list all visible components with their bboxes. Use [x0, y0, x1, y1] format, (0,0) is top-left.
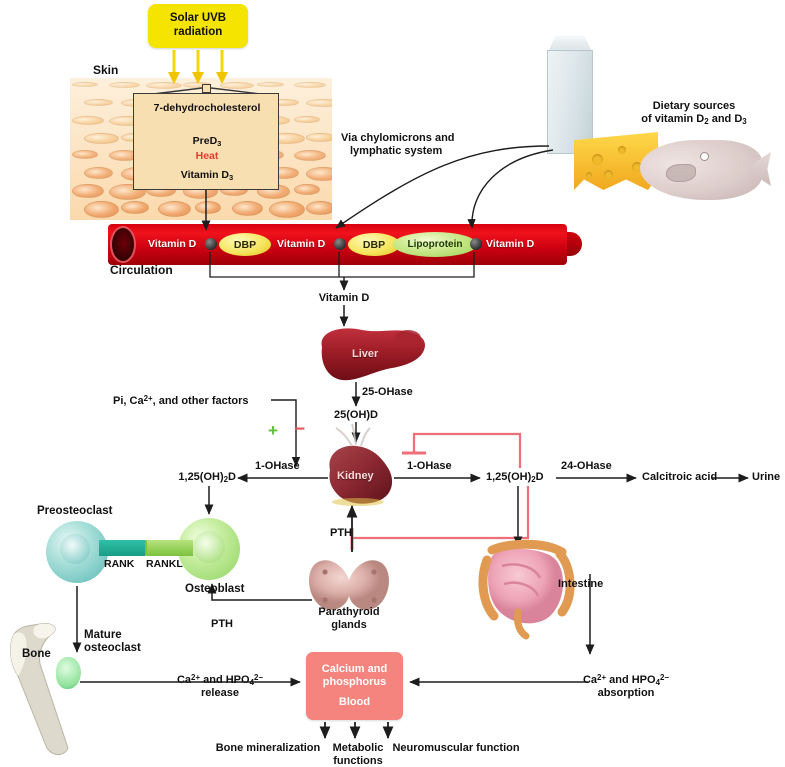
- blood-title-line2: phosphorus: [322, 675, 387, 688]
- circulation-label: Circulation: [110, 263, 173, 277]
- dietary-sources-label: Dietary sources of vitamin D2 and D3: [641, 100, 747, 126]
- calcitriol-right-label: 1,25(OH)2D: [486, 471, 544, 484]
- mature-osteoclast-label: Mature osteoclast: [84, 629, 141, 655]
- fish-icon: [640, 140, 762, 200]
- osteoblast-nucleus-icon: [193, 531, 225, 563]
- liver-label: Liver: [352, 348, 379, 360]
- blood-output-neuromuscular-function: Neuromuscular function: [392, 742, 520, 754]
- blood-title-line1: Calcium and: [321, 662, 388, 675]
- vitamin-d-molecule-dot-3: [470, 238, 482, 250]
- rank-receptor-icon: [99, 540, 145, 556]
- kidney-label: Kidney: [337, 470, 374, 482]
- heat-label: Heat: [195, 150, 219, 162]
- circulating-vitamin-d-label: Vitamin D: [318, 292, 370, 304]
- chylomicron-transport-label: Via chylomicrons and lymphatic system: [341, 132, 455, 157]
- 1-ohase-left-label: 1-OHase: [255, 460, 300, 472]
- diet-to-vessel-curve-1: [335, 145, 550, 229]
- 25ohd-label: 25(OH)D: [333, 409, 379, 421]
- calcitriol-left-label: 1,25(OH)2D: [178, 471, 236, 484]
- fish-eye-icon: [700, 152, 709, 161]
- fish-fin-icon: [666, 164, 696, 182]
- urine-label: Urine: [752, 471, 781, 483]
- intestine-label: Intestine: [558, 578, 604, 590]
- skin-label: Skin: [93, 63, 119, 77]
- 25-ohase-label: 25-OHase: [362, 386, 413, 398]
- parathyroid-label: Parathyroid glands: [318, 606, 380, 631]
- vessel-lumen-opening: [110, 226, 136, 263]
- mature-osteoclast-icon: [56, 657, 81, 689]
- blood-output-bone-mineralization: Bone mineralization: [215, 742, 321, 754]
- lipoprotein-carrier: Lipoprotein: [393, 232, 477, 257]
- pth-to-kidney-label: PTH: [330, 527, 352, 539]
- intestine-organ-icon: [478, 539, 575, 640]
- rankl-label: RANKL: [146, 558, 183, 570]
- calcium-release-label: Ca2+ and HPO42− release: [176, 673, 264, 700]
- preosteoclast-label: Preosteoclast: [37, 505, 113, 517]
- 24-ohase-label: 24-OHase: [561, 460, 612, 472]
- precursor-label: 7-dehydrocholesterol: [153, 102, 261, 114]
- uvb-label-line1: Solar UVB: [169, 12, 227, 25]
- preosteoclast-nucleus-icon: [60, 534, 90, 564]
- positive-regulation-sign: +: [268, 421, 278, 440]
- calcium-absorption-label: Ca2+ and HPO42− absorption: [582, 673, 670, 700]
- blood-compartment-label: Blood: [338, 696, 371, 709]
- pre-d3-label: PreD3: [192, 135, 222, 148]
- calcitriol-inhibits-pth-line: [352, 486, 530, 540]
- negative-regulation-sign: −: [294, 419, 306, 440]
- rankl-ligand-icon: [147, 540, 193, 556]
- diet-to-vessel-curve-2: [467, 149, 554, 229]
- skin-surface-aperture: [202, 84, 211, 93]
- osteoblast-label: Osteoblast: [185, 583, 245, 595]
- vessel-vitamin-d-label-2: Vitamin D: [277, 238, 326, 250]
- pth-to-osteoblast-label: PTH: [211, 618, 233, 630]
- bone-label: Bone: [22, 648, 51, 660]
- blood-output-metabolic-functions: Metabolic functions: [332, 742, 384, 767]
- kidney-regulators-label: Pi, Ca2+, and other factors: [113, 394, 249, 407]
- solar-uvb-box: Solar UVB radiation: [148, 4, 248, 48]
- dbp-carrier-1: DBP: [219, 233, 271, 256]
- parathyroid-organ-icon: [309, 560, 389, 610]
- 1-ohase-right-label: 1-OHase: [407, 460, 452, 472]
- vitamin-d-molecule-dot-2: [334, 238, 346, 250]
- blood-calcium-phosphorus-box: Calcium and phosphorus Blood: [306, 652, 403, 720]
- vessel-vitamin-d-label-1: Vitamin D: [148, 238, 197, 250]
- calcitroic-acid-label: Calcitroic acid: [642, 471, 718, 483]
- kidney-vessels-icon: [335, 423, 371, 447]
- vitamin-d-molecule-dot-1: [205, 238, 217, 250]
- uvb-label-line2: radiation: [173, 26, 223, 38]
- vessel-vitamin-d-label-3: Vitamin D: [486, 238, 535, 250]
- milk-carton-icon: [547, 50, 593, 154]
- photoconversion-panel: 7-dehydrocholesterol PreD3 Heat Vitamin …: [133, 93, 279, 190]
- rank-label: RANK: [104, 558, 135, 570]
- bone-icon: [10, 623, 69, 755]
- dbp-carrier-2: DBP: [348, 233, 400, 256]
- vitamin-d3-label: Vitamin D3: [180, 169, 234, 182]
